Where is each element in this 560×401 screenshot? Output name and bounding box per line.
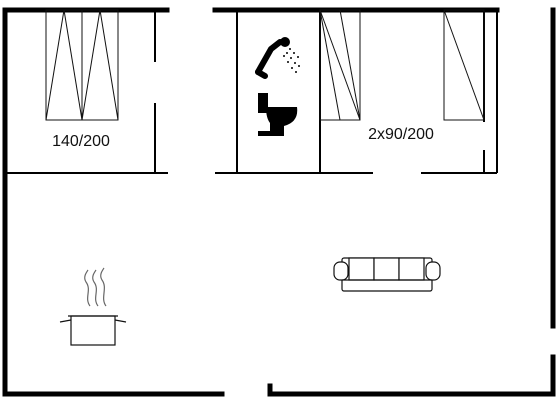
interior-walls [5, 10, 498, 174]
twin-bed-right-frame [443, 9, 485, 121]
toilet-icon [258, 93, 298, 136]
double-bed-label: 140/200 [52, 133, 110, 150]
double-bed-cover-right-2 [99, 9, 119, 121]
twin-beds-label: 2x90/200 [368, 126, 434, 143]
double-bed-cover-left-1 [45, 9, 65, 121]
bed-icon [45, 9, 119, 121]
sofa-icon [333, 257, 441, 292]
bed-icon [319, 9, 361, 121]
double-bed-cover-right-1 [81, 9, 101, 121]
bed-icon [443, 9, 485, 121]
shower-icon [255, 37, 300, 79]
double-bed-cover-left-2 [63, 9, 83, 121]
cooking-pot-icon [59, 267, 127, 346]
